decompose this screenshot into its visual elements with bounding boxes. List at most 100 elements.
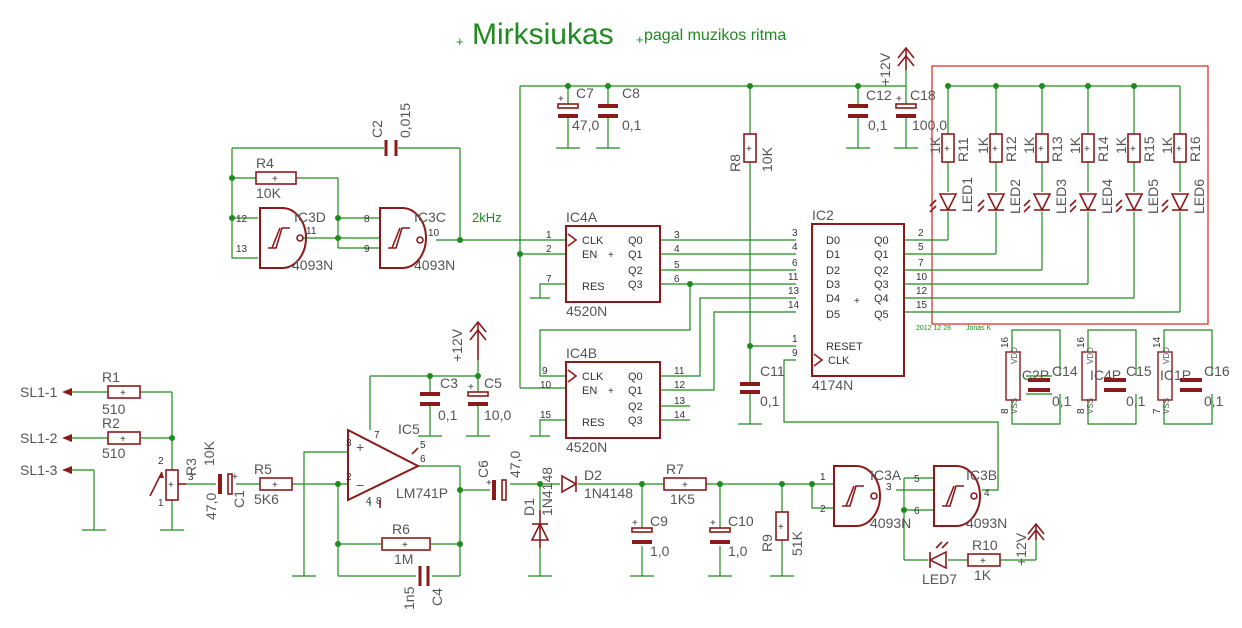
- svg-text:Q0: Q0: [628, 371, 643, 383]
- svg-text:Q3: Q3: [628, 415, 643, 427]
- svg-text:3: 3: [188, 472, 194, 483]
- svg-text:VDD: VDD: [1162, 347, 1171, 364]
- svg-text:8: 8: [376, 496, 382, 507]
- svg-text:R16: R16: [1187, 136, 1203, 162]
- svg-text:R6: R6: [392, 521, 410, 537]
- svg-text:15: 15: [916, 300, 928, 311]
- resistor-r15: + 1K R15: [1113, 133, 1157, 163]
- svg-text:IC3A: IC3A: [870, 467, 902, 483]
- subtitle-cross: +: [636, 32, 644, 47]
- svg-text:6: 6: [674, 274, 680, 285]
- svg-text:14: 14: [674, 410, 686, 421]
- svg-text:7: 7: [546, 274, 552, 285]
- resistor-r14: + 1K R14: [1067, 133, 1111, 163]
- svg-text:+: +: [896, 94, 902, 105]
- svg-text:+: +: [1038, 144, 1044, 155]
- svg-text:1N4148: 1N4148: [584, 485, 633, 501]
- svg-text:IC2: IC2: [812, 207, 834, 223]
- svg-text:R10: R10: [972, 537, 998, 553]
- svg-text:2: 2: [820, 504, 826, 515]
- capacitor-c14: C14 0,1: [1028, 363, 1078, 409]
- svg-text:LM741P: LM741P: [396, 485, 448, 501]
- svg-text:D5: D5: [826, 309, 840, 321]
- led4-label: LED4: [1099, 179, 1115, 214]
- svg-text:16: 16: [1076, 336, 1087, 348]
- capacitor-c7: + C7 47,0: [557, 85, 599, 133]
- led6-label: LED6: [1191, 179, 1207, 214]
- svg-text:9: 9: [792, 348, 798, 359]
- svg-text:RES: RES: [582, 281, 605, 293]
- svg-text:Q0: Q0: [628, 235, 643, 247]
- svg-text:+: +: [1176, 144, 1182, 155]
- svg-text:+: +: [486, 478, 492, 489]
- svg-text:4520N: 4520N: [566, 439, 607, 455]
- svg-text:4: 4: [984, 488, 990, 499]
- svg-text:1K5: 1K5: [670, 491, 695, 507]
- led3-label: LED3: [1053, 179, 1069, 214]
- svg-text:6: 6: [420, 454, 426, 465]
- capacitor-c16: C16 0,1: [1180, 363, 1230, 409]
- svg-text:47,0: 47,0: [507, 451, 523, 478]
- svg-text:8: 8: [364, 214, 370, 225]
- svg-text:D4: D4: [826, 293, 840, 305]
- led-column-1: LED1: [929, 177, 975, 213]
- svg-text:D3: D3: [826, 279, 840, 291]
- capacitor-c3: C3 0,1: [420, 375, 458, 423]
- svg-text:C9: C9: [650, 513, 668, 529]
- connector-sl1-2: SL1-2: [20, 430, 58, 446]
- resistor-r6: + R6 1M: [381, 521, 431, 567]
- svg-text:C7: C7: [576, 85, 594, 101]
- svg-text:1: 1: [546, 230, 552, 241]
- svg-text:Q2: Q2: [628, 401, 643, 413]
- svg-text:+: +: [980, 556, 986, 567]
- svg-text:Q2: Q2: [628, 265, 643, 277]
- capacitor-c18: + C18 100,0: [895, 87, 947, 133]
- svg-text:Q3: Q3: [874, 279, 889, 291]
- supply-opamp: +12V: [449, 320, 487, 362]
- resistor-r7: + R7 1K5: [663, 461, 707, 507]
- capacitor-c1: + 47,0 C1: [203, 472, 247, 520]
- led-column-6: LED6: [1161, 179, 1207, 214]
- svg-text:Q1: Q1: [628, 249, 643, 261]
- svg-text:47,0: 47,0: [203, 493, 219, 520]
- svg-text:R14: R14: [1095, 136, 1111, 162]
- svg-text:R9: R9: [759, 534, 775, 552]
- svg-text:Q0: Q0: [874, 235, 889, 247]
- power-ic4p: VDD VSS 16 8 IC4P: [1076, 336, 1121, 414]
- svg-text:+: +: [710, 518, 716, 529]
- svg-text:C14: C14: [1052, 363, 1078, 379]
- capacitor-c4: 1n5 C4: [401, 566, 445, 610]
- svg-text:IC3B: IC3B: [966, 467, 997, 483]
- svg-text:+: +: [608, 386, 614, 397]
- svg-text:4: 4: [366, 496, 372, 507]
- svg-text:+12V: +12V: [449, 328, 465, 362]
- gate-ic3b: 564 IC3B 4093N: [914, 465, 1007, 531]
- svg-text:100,0: 100,0: [912, 117, 947, 133]
- supply-led7: +12V: [1013, 522, 1045, 566]
- svg-text:+: +: [1084, 144, 1090, 155]
- svg-text:1K: 1K: [1113, 136, 1129, 154]
- svg-text:+: +: [682, 480, 688, 491]
- svg-text:+12V: +12V: [877, 52, 893, 86]
- svg-text:0,1: 0,1: [760, 393, 780, 409]
- svg-text:2: 2: [546, 244, 552, 255]
- svg-text:5K6: 5K6: [254, 491, 279, 507]
- svg-text:VDD: VDD: [1010, 347, 1019, 364]
- connector-sl1-3: SL1-3: [20, 462, 58, 478]
- resistor-r16: + 1K R16: [1159, 133, 1203, 163]
- svg-text:47,0: 47,0: [572, 117, 599, 133]
- svg-text:+: +: [854, 296, 860, 307]
- led-column-4: LED4: [1069, 179, 1115, 214]
- svg-text:Q3: Q3: [628, 279, 643, 291]
- svg-text:11: 11: [674, 366, 685, 377]
- svg-text:+: +: [746, 144, 752, 155]
- resistor-r8: + R8 10K: [727, 133, 775, 172]
- diode-d1: D1 1N4148: [521, 467, 555, 548]
- schematic-title: Mirksiukas: [472, 18, 614, 51]
- opamp-ic5: +− 32 74 85 6 IC5 LM741P: [346, 421, 448, 508]
- led1-label: LED1: [959, 177, 975, 212]
- resistor-r13: + 1K R13: [1021, 133, 1065, 163]
- resistor-r10: + R10 1K: [967, 537, 1001, 583]
